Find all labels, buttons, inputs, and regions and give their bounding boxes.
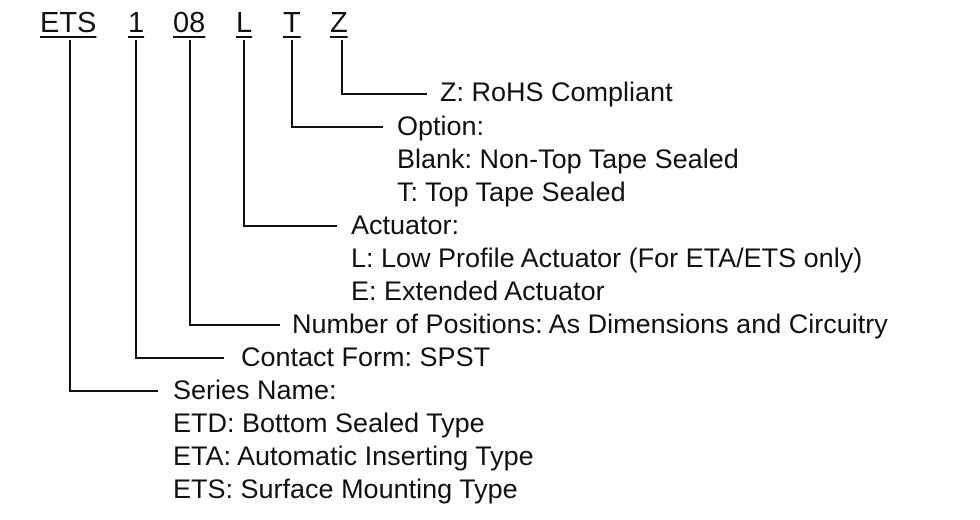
description-rohs: Z: RoHS Compliant — [440, 76, 673, 109]
description-line: Contact Form: SPST — [241, 342, 491, 372]
code-segment-actuator: L — [236, 7, 253, 39]
description-line: ETS: Surface Mounting Type — [173, 474, 518, 504]
description-positions: Number of Positions: As Dimensions and C… — [292, 308, 888, 341]
description-actuator: Actuator: L: Low Profile Actuator (For E… — [351, 209, 862, 308]
description-line: Blank: Non-Top Tape Sealed — [397, 144, 739, 174]
description-contact-form: Contact Form: SPST — [241, 341, 490, 374]
code-segment-option: T — [283, 7, 301, 39]
description-line: ETA: Automatic Inserting Type — [173, 441, 534, 471]
description-line: E: Extended Actuator — [351, 276, 605, 306]
leader-line-actuator — [243, 40, 337, 227]
description-heading: Series Name: — [173, 375, 337, 405]
description-series: Series Name: ETD: Bottom Sealed Type ETA… — [173, 374, 534, 506]
description-heading: Actuator: — [351, 210, 460, 240]
leader-line-positions — [189, 40, 280, 326]
leader-line-series — [69, 40, 158, 392]
description-line: Number of Positions: As Dimensions and C… — [292, 309, 888, 339]
description-heading: Option: — [397, 111, 485, 141]
code-segment-contact-form: 1 — [128, 7, 145, 39]
description-line: ETD: Bottom Sealed Type — [173, 408, 485, 438]
code-segment-positions: 08 — [173, 7, 206, 39]
description-line: T: Top Tape Sealed — [397, 177, 626, 207]
description-line: L: Low Profile Actuator (For ETA/ETS onl… — [351, 243, 863, 273]
description-option: Option: Blank: Non-Top Tape Sealed T: To… — [397, 110, 739, 209]
leader-line-rohs — [341, 40, 427, 95]
leader-line-option — [291, 40, 383, 128]
description-line: Z: RoHS Compliant — [440, 77, 673, 107]
code-segment-rohs: Z — [330, 7, 348, 39]
code-segment-series: ETS — [40, 7, 97, 39]
leader-line-contact-form — [135, 40, 224, 359]
